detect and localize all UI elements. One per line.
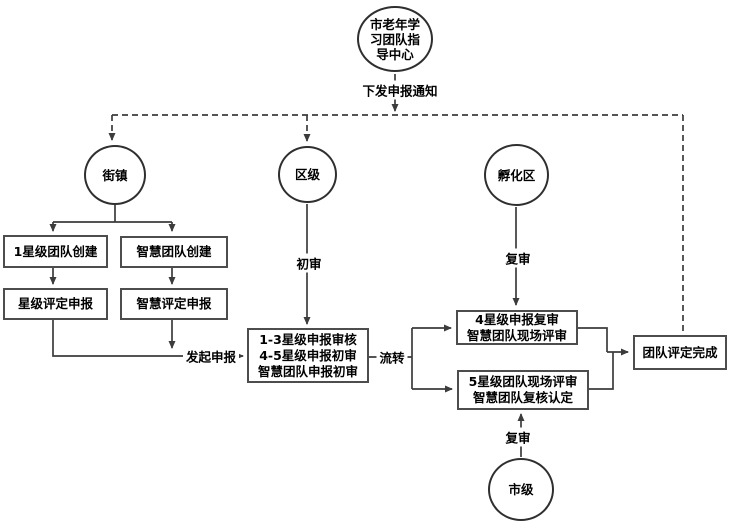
node-incubation-zone: 孵化区 xyxy=(484,144,549,206)
edge-label-re-review-top: 复审 xyxy=(502,248,534,268)
box-smart-rating-apply: 智慧评定申报 xyxy=(120,288,228,320)
edge-label-re-review-bottom: 复审 xyxy=(502,427,534,447)
edge-label-transfer: 流转 xyxy=(376,347,408,367)
edge-label-initial-review: 初审 xyxy=(293,253,325,273)
box-star1-team-create: 1星级团队创建 xyxy=(3,235,108,268)
node-center-hub: 市老年学 习团队指 导中心 xyxy=(357,6,433,72)
box-evaluation-complete: 团队评定完成 xyxy=(633,335,727,370)
node-street-town: 街镇 xyxy=(84,145,146,205)
node-district: 区级 xyxy=(278,146,337,203)
box-star-rating-apply: 星级评定申报 xyxy=(3,288,108,320)
box-smart-team-create: 智慧团队创建 xyxy=(120,236,228,268)
edge-label-issue-notice: 下发申报通知 xyxy=(359,80,441,100)
box-district-review: 1-3星级申报审核 4-5星级申报初审 智慧团队申报初审 xyxy=(247,328,369,383)
node-city: 市级 xyxy=(488,458,554,521)
box-incubation-review: 4星级申报复审 智慧团队现场评审 xyxy=(456,310,578,345)
edge-label-initiate-apply: 发起申报 xyxy=(182,346,240,366)
box-city-onsite-review: 5星级团队现场评审 智慧团队复核认定 xyxy=(457,370,589,410)
